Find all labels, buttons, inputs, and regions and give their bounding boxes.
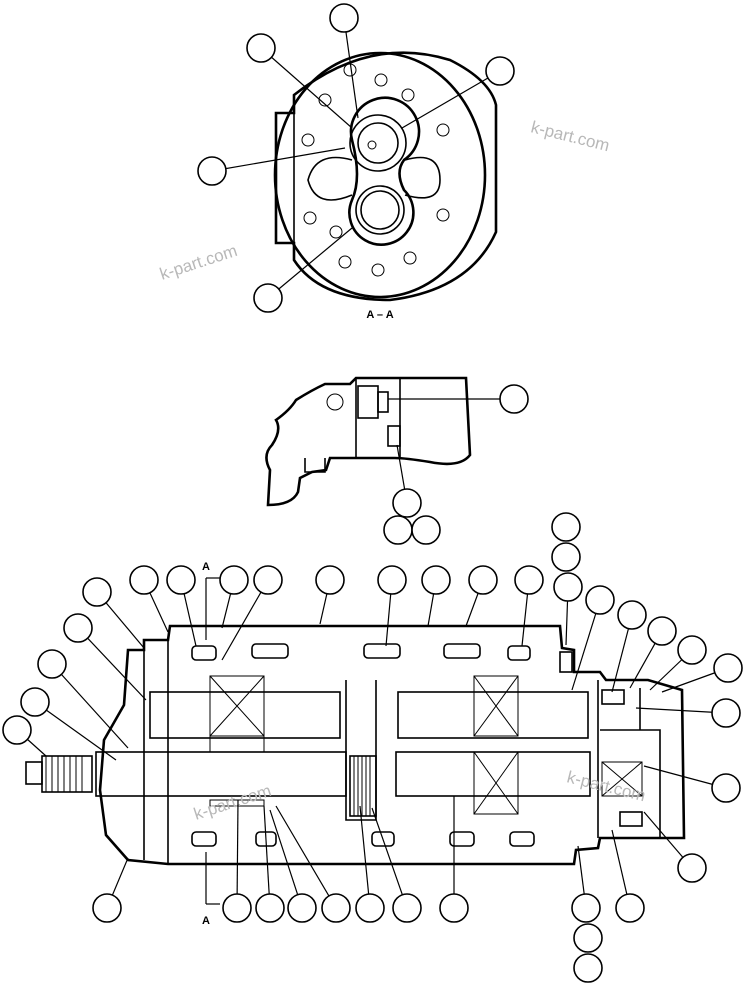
callout-balloon [253,283,283,313]
section-label: A – A [366,309,393,321]
callout-balloon [571,893,601,923]
callout-balloon [553,572,583,602]
callout-balloon [355,893,385,923]
callout-balloon [617,600,647,630]
callout-leader [34,701,117,761]
callout-balloon [321,893,351,923]
callout-leader [77,627,147,701]
callout-balloon [2,715,32,745]
callout-balloon [253,565,283,595]
callout-balloon [421,565,451,595]
watermark: k-part.com [157,241,239,284]
callout-balloon [329,3,359,33]
callout-leader [51,663,129,749]
callout-balloon [197,156,227,186]
callout-balloon [37,649,67,679]
watermark: k-part.com [191,781,273,824]
callout-balloon [392,893,422,923]
svg-text:A: A [202,561,210,573]
callout-balloon [514,565,544,595]
callout-balloon [711,773,741,803]
callout-balloon [63,613,93,643]
callout-leader [635,707,727,714]
svg-text:A: A [202,915,210,927]
callout-balloon [573,953,603,983]
callout-balloon [647,616,677,646]
callout-leader [236,799,239,909]
section-mark-top: A [202,561,220,640]
callout-leader [260,47,353,129]
callout-balloon [92,893,122,923]
callout-leader [211,147,346,172]
callout-balloon [615,893,645,923]
callout-leader [263,805,271,909]
callout-leader [221,579,269,661]
callout-balloon [551,512,581,542]
callout-balloon [219,565,249,595]
callout-balloon [166,565,196,595]
callout-group [2,3,743,983]
callout-balloon [439,893,469,923]
callout-balloon [246,33,276,63]
callout-leader [371,807,408,909]
callout-leader [343,17,359,119]
callout-balloon [383,515,413,545]
callout-balloon [585,585,615,615]
callout-balloon [129,565,159,595]
callout-balloon [677,635,707,665]
callout-balloon [677,853,707,883]
callout-balloon [377,565,407,595]
pump-assembly: A A [25,561,686,927]
callout-leader [359,805,371,909]
callout-balloon [485,56,515,86]
callout-balloon [499,384,529,414]
callout-balloon [713,653,743,683]
callout-balloon [573,923,603,953]
callout-balloon [315,565,345,595]
callout-leader [571,599,601,691]
watermark: k-part.com [529,117,612,155]
callout-balloon [222,893,252,923]
callout-leader [269,809,303,909]
detail-view [265,376,472,507]
callout-balloon [468,565,498,595]
callout-balloon [20,687,50,717]
callout-balloon [411,515,441,545]
callout-leader [401,70,501,129]
callout-balloon [551,542,581,572]
callout-balloon [711,698,741,728]
section-a-a-view: A – A [273,51,498,321]
watermark: k-part.com [565,767,648,805]
callout-balloon [392,488,422,518]
callout-leader [267,227,353,299]
callout-leader [275,805,337,909]
callout-balloon [287,893,317,923]
callout-balloon [255,893,285,923]
callout-balloon [82,577,112,607]
section-mark-bottom: A [202,852,220,927]
